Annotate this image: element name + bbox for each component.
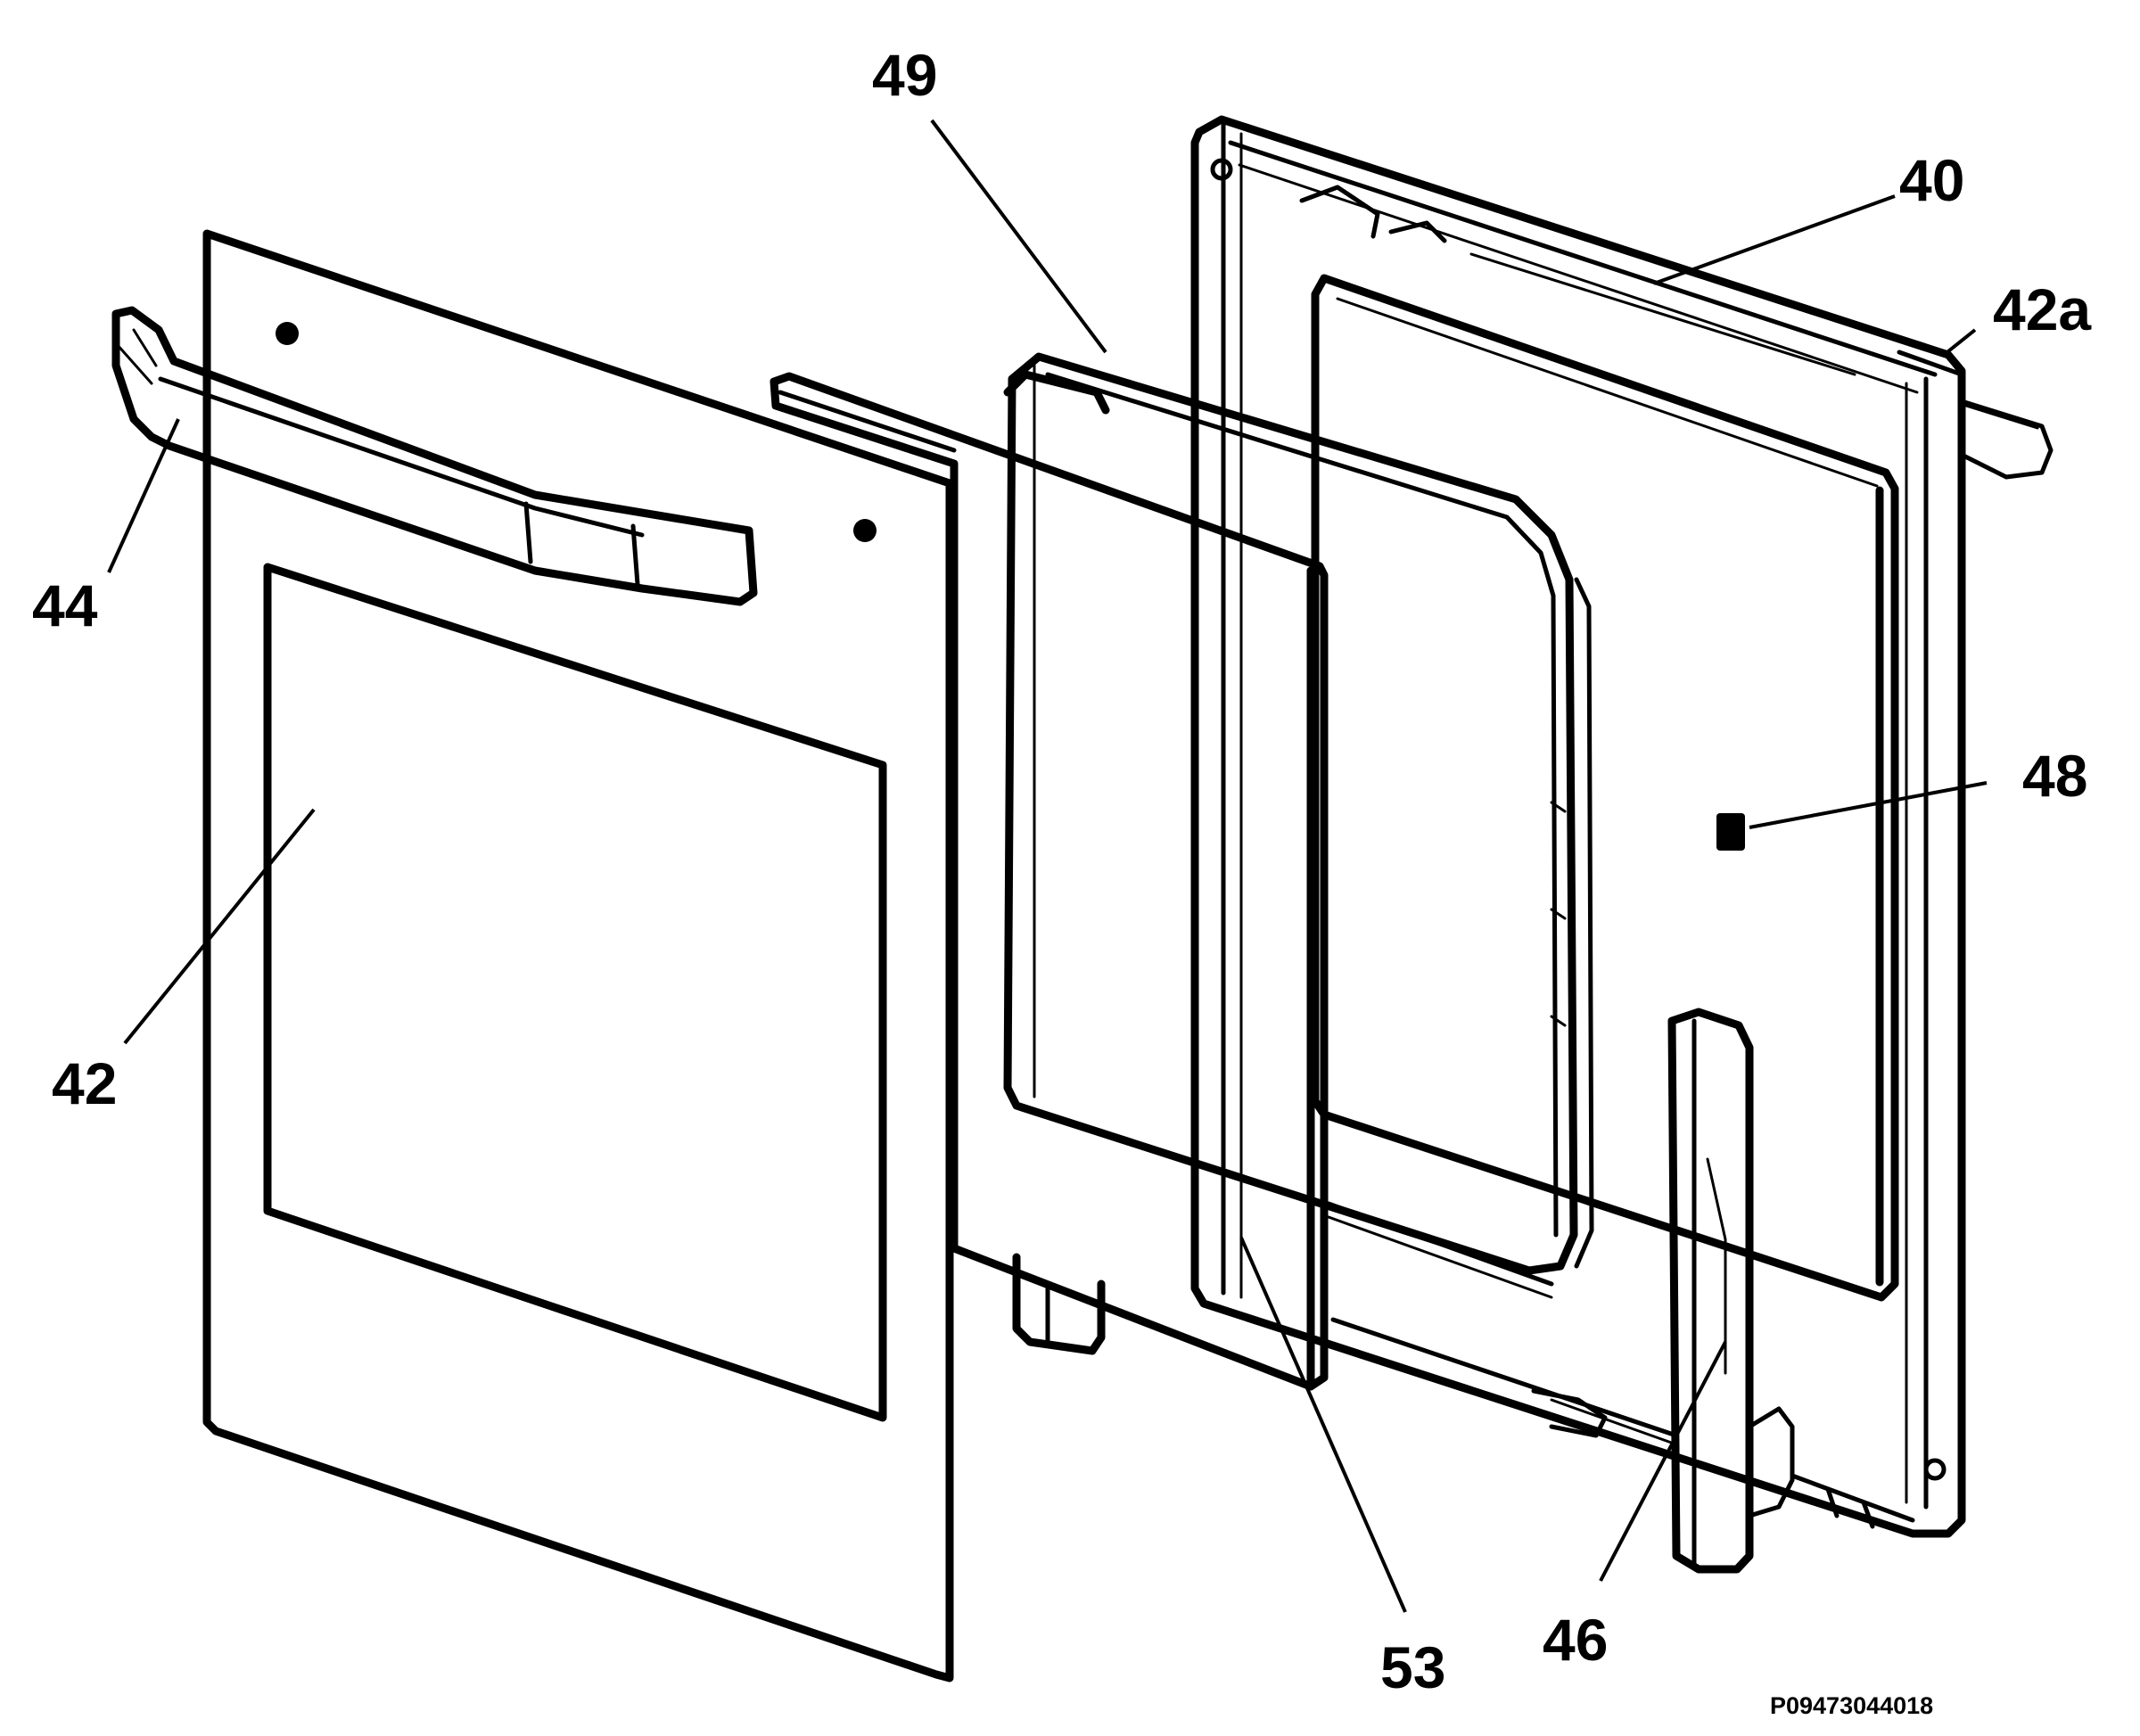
door-handle [111,306,758,606]
side-hinge-bracket [1330,1008,1915,1574]
outer-door-glass [202,229,954,1683]
callout-42: 42 [52,1050,117,1116]
callout-46: 46 [1543,1607,1608,1673]
callout-44: 44 [32,572,98,638]
intermediate-panel [770,370,1329,1391]
callout-40: 40 [1899,147,1964,213]
callout-42a: 42a [1993,276,2092,342]
callout-53: 53 [1380,1634,1445,1700]
callout-48: 48 [2022,743,2087,809]
frame-clip [1716,813,1745,851]
reference-code: P09473044018 [1770,1692,1933,1719]
inner-glass-pane [1003,352,1594,1299]
callout-49: 49 [872,42,937,108]
callout-labels: 49 40 42a 44 42 48 53 46 P09473044018 [32,42,2092,1719]
rear-door-frame [1190,115,2054,1538]
leader-lines [107,119,1988,1613]
